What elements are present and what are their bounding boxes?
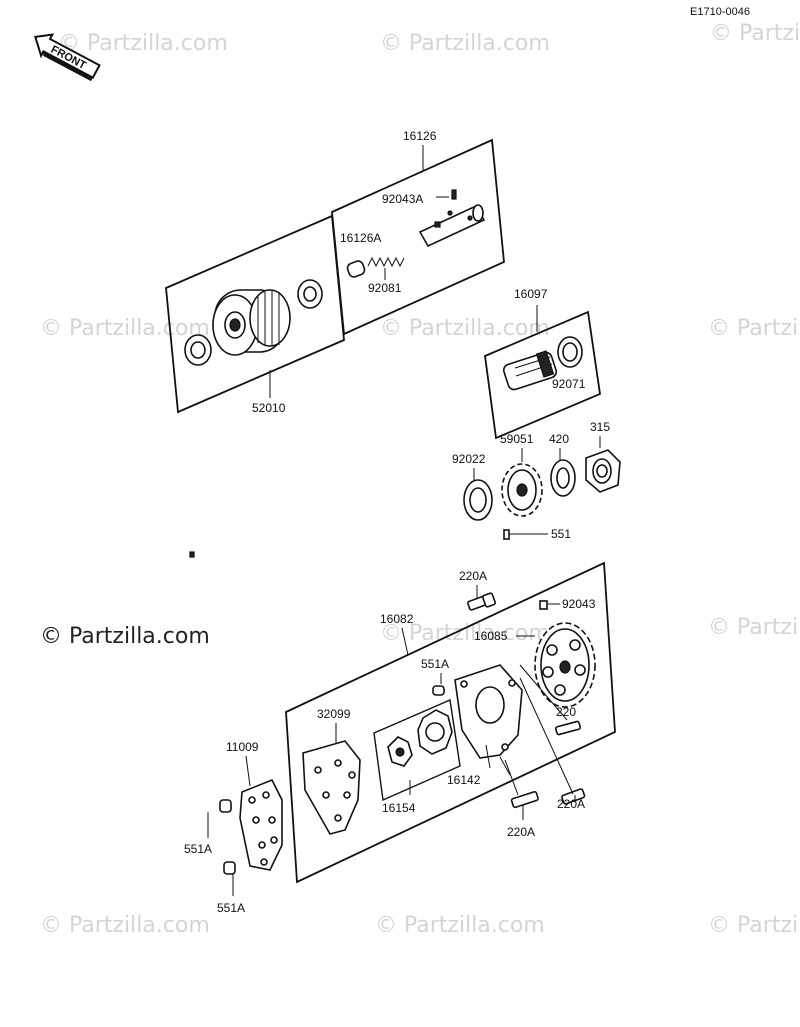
label-16085: 16085 (474, 629, 508, 643)
label-220A-bottom: 220A (507, 825, 535, 839)
relief-valve-panel (331, 138, 505, 336)
label-220A-right: 220A (557, 797, 585, 811)
label-551A-1: 551A (184, 842, 212, 856)
front-arrow-icon: FRONT (34, 33, 101, 82)
filter-panel (165, 214, 345, 414)
nut-315 (585, 449, 621, 493)
label-59051: 59051 (500, 432, 534, 446)
watermark-text: © Partzilla.com (40, 913, 210, 938)
gasket-32099 (302, 740, 361, 835)
label-315: 315 (590, 420, 610, 434)
strainer-panel (484, 310, 601, 440)
label-52010: 52010 (252, 401, 286, 415)
watermark-text: © Partzilla.com (708, 316, 800, 341)
washer-92022 (463, 479, 493, 521)
washer-420 (550, 459, 576, 497)
strainer-16097 (502, 350, 558, 391)
rotor-box-16154 (373, 698, 461, 802)
label-220: 220 (556, 705, 576, 719)
label-11009: 11009 (226, 740, 259, 754)
label-32099: 32099 (317, 707, 351, 721)
watermark-text: © Partzilla.com (375, 913, 545, 938)
pin-92043 (539, 600, 548, 610)
label-16082: 16082 (380, 612, 414, 626)
label-551A-2: 551A (217, 901, 245, 915)
bolt-220A-top (467, 592, 496, 611)
pin-551 (503, 529, 548, 540)
watermark-text: © Partzilla.com (380, 621, 550, 646)
label-92081: 92081 (368, 281, 402, 295)
label-16154: 16154 (382, 801, 416, 815)
label-92043: 92043 (562, 597, 596, 611)
pump-body-16142 (454, 664, 523, 759)
relief-valve-16126 (418, 204, 486, 248)
watermark-text: © Partzilla.com (58, 31, 228, 56)
label-92043A: 92043A (382, 192, 423, 206)
label-92071: 92071 (552, 377, 586, 391)
watermark-text: © Partzilla.com (708, 615, 800, 640)
dowel-551A-1 (219, 799, 232, 813)
gear-59051 (501, 463, 543, 517)
sprocket-16085 (534, 622, 596, 708)
watermark-text: © Partzilla.com (380, 31, 550, 56)
document-code: E1710-0046 (690, 6, 750, 18)
oring-92071 (557, 336, 583, 368)
label-92022: 92022 (452, 452, 486, 466)
label-16142: 16142 (447, 773, 481, 787)
bolt-220 (555, 720, 581, 736)
cover-11009 (239, 778, 283, 871)
watermark-text: © Partzilla.com (710, 21, 800, 46)
label-16097: 16097 (514, 287, 548, 301)
dowel-551A-mid (432, 685, 445, 696)
spring-92081 (367, 256, 405, 268)
label-551: 551 (551, 527, 571, 541)
speck (189, 551, 195, 558)
plunger-16126A (346, 260, 366, 278)
watermark-text: © Partzilla.com (708, 913, 800, 938)
label-220A-top: 220A (459, 569, 487, 583)
dowel-551A-2 (223, 861, 236, 875)
watermark-main: © Partzilla.com (40, 624, 210, 649)
watermark-text: © Partzilla.com (40, 316, 210, 341)
label-16126A: 16126A (340, 231, 381, 245)
watermark-layer: © Partzilla.com © Partzilla.com © Partzi… (40, 21, 800, 938)
label-420: 420 (549, 432, 569, 446)
watermark-text: © Partzilla.com (380, 316, 550, 341)
oil-pump-panel (285, 561, 616, 884)
oil-filter-52010 (184, 279, 323, 366)
label-16126: 16126 (403, 129, 437, 143)
bolt-220A-bottom (510, 790, 539, 809)
label-551A-mid: 551A (421, 657, 449, 671)
pin-92043A (451, 189, 457, 200)
